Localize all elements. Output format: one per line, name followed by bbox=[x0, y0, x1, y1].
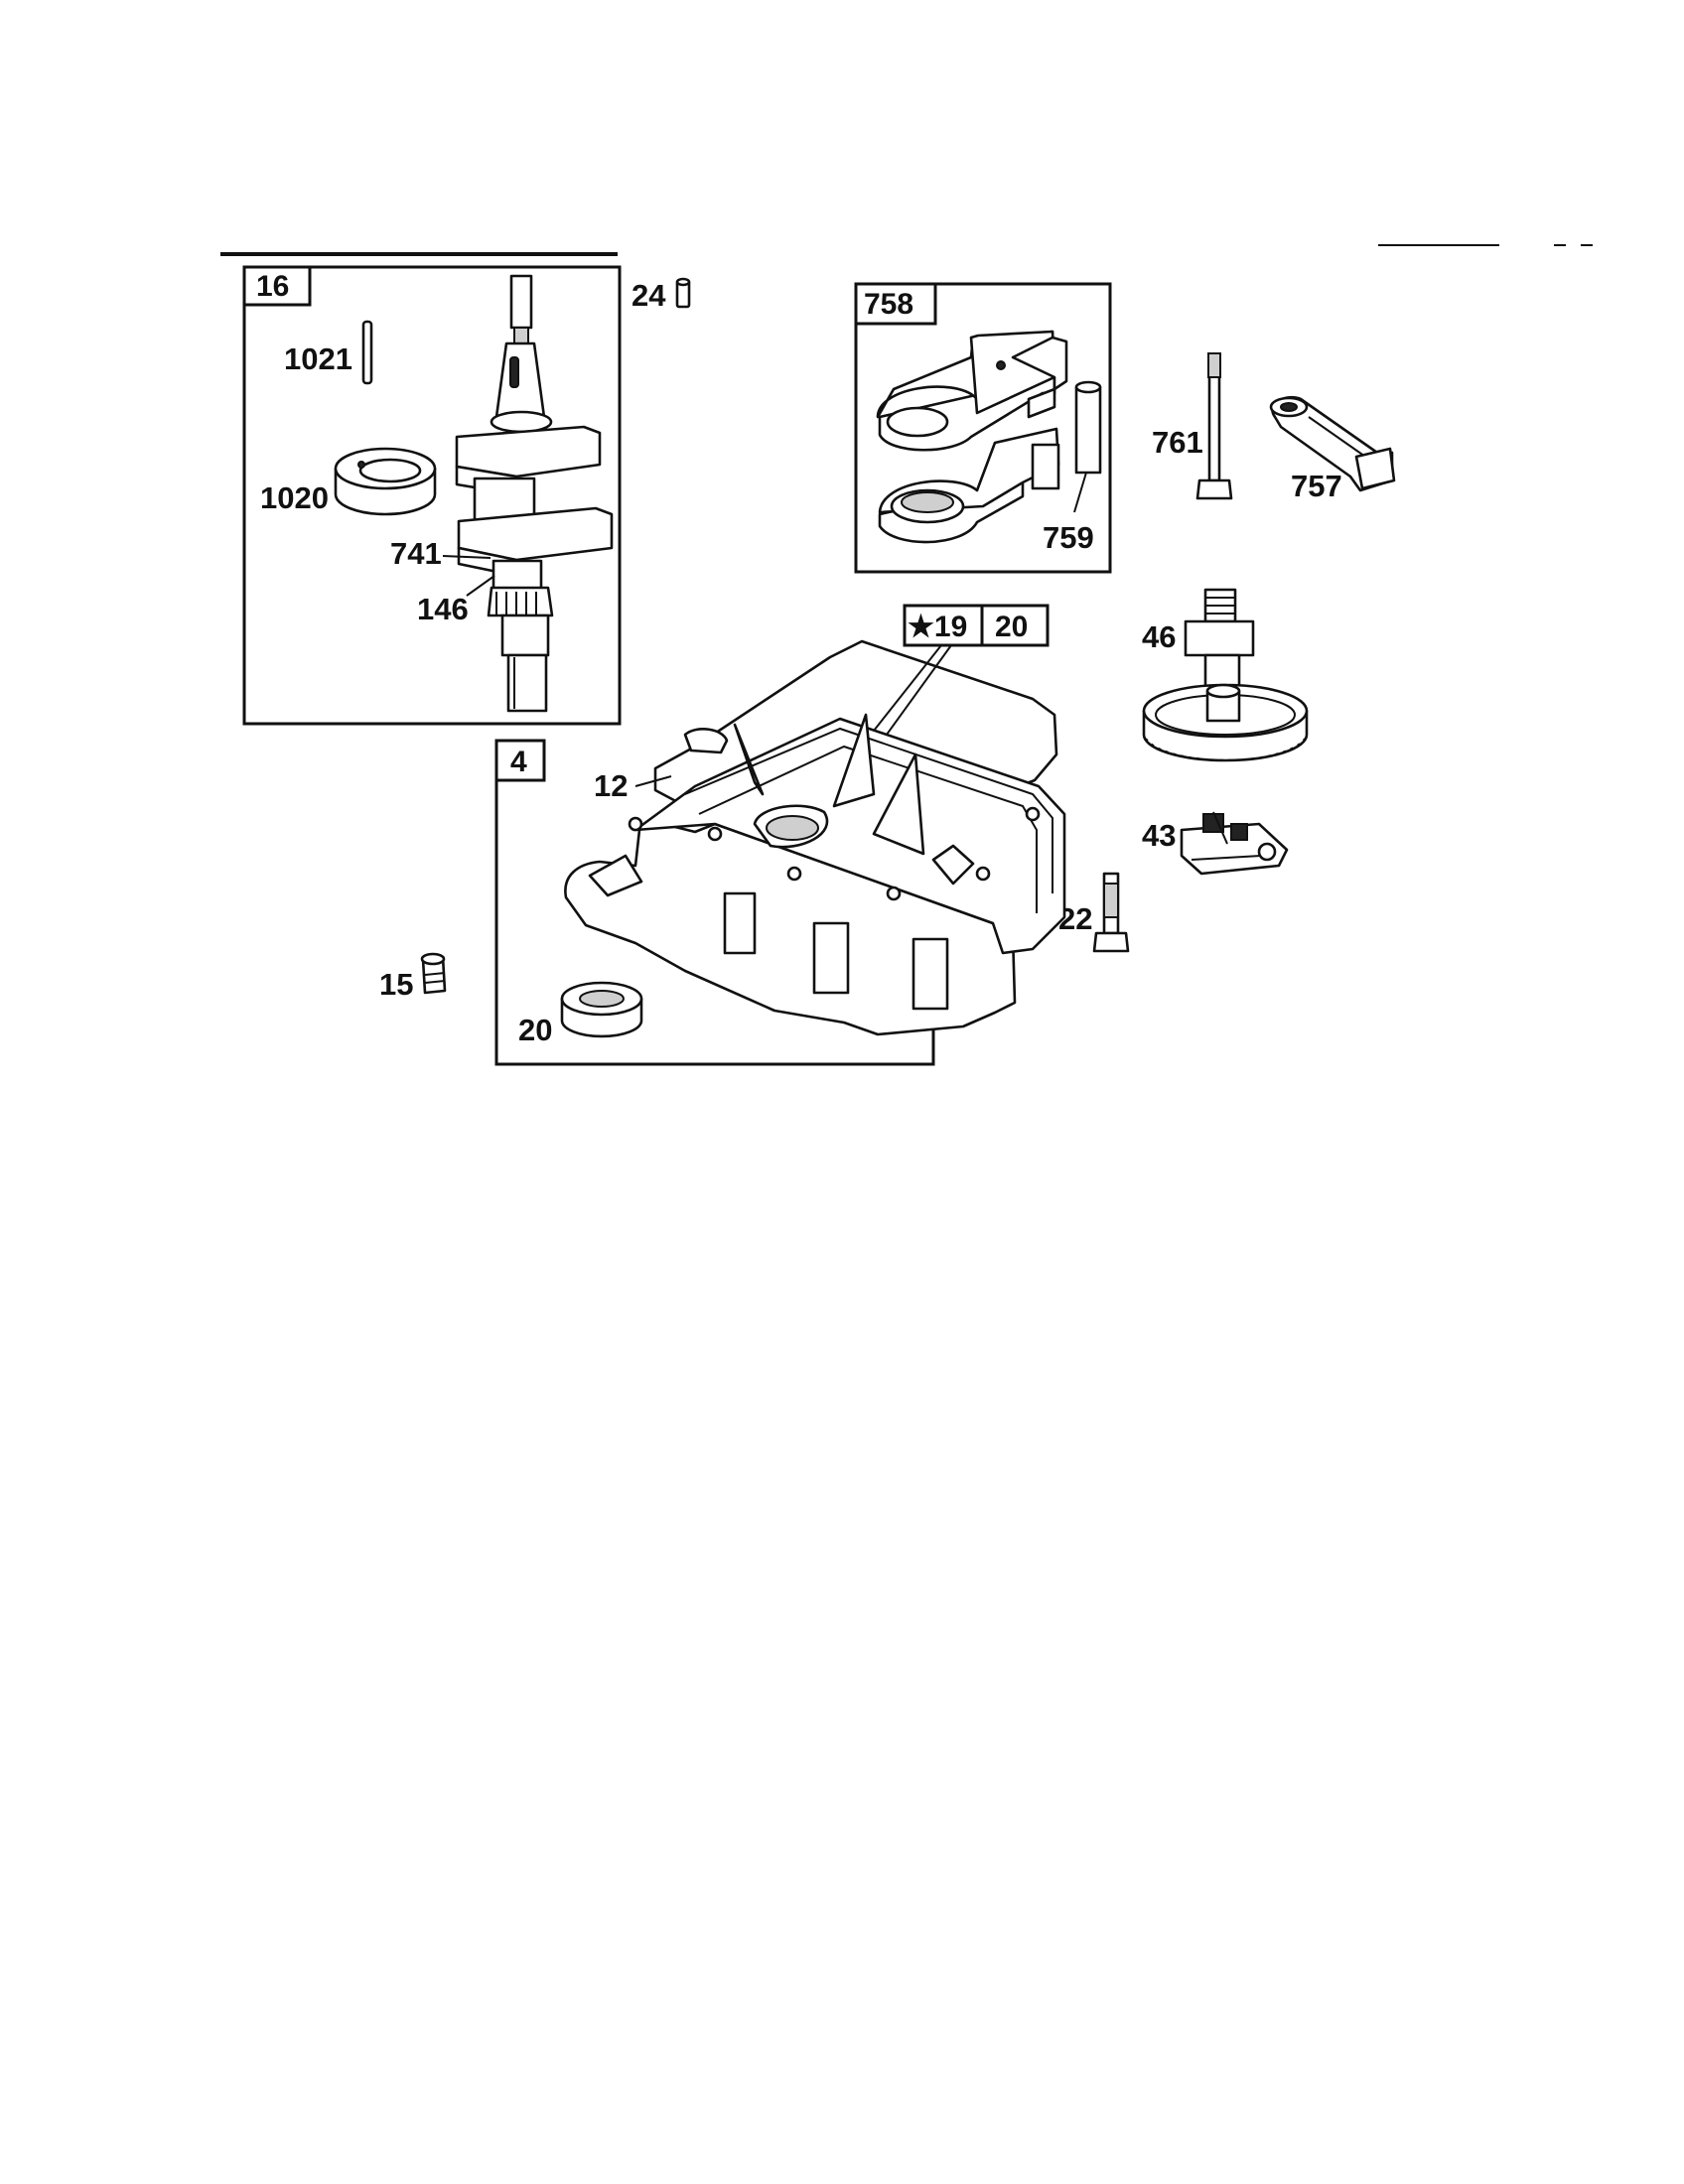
rod-kit-group: 758 759 bbox=[854, 282, 1112, 574]
leader-759 bbox=[1073, 472, 1087, 513]
camshaft-part bbox=[1142, 588, 1309, 762]
label-1021: 1021 bbox=[284, 341, 352, 376]
sump-part bbox=[564, 713, 1066, 1036]
label-146: 146 bbox=[417, 592, 469, 626]
dowel-pin-part bbox=[675, 277, 691, 309]
leader-741 bbox=[442, 555, 491, 559]
rod-cap-upper-part bbox=[876, 330, 1068, 452]
label-15: 15 bbox=[379, 967, 413, 1002]
crankshaft-frame bbox=[242, 265, 622, 726]
label-759: 759 bbox=[1043, 520, 1094, 555]
leader-12 bbox=[634, 775, 672, 787]
label-741: 741 bbox=[390, 536, 442, 571]
leader-146 bbox=[466, 575, 495, 597]
governor-part bbox=[1180, 811, 1289, 876]
washer-part bbox=[334, 447, 437, 516]
label-24: 24 bbox=[632, 278, 666, 313]
rod-kit-tag-number: 758 bbox=[864, 288, 913, 321]
label-46: 46 bbox=[1142, 619, 1176, 654]
label-12: 12 bbox=[594, 768, 628, 803]
gasket-kit-number: 20 bbox=[995, 611, 1028, 643]
crankshaft-part bbox=[455, 274, 614, 713]
wrist-pin-part bbox=[1074, 380, 1102, 475]
crankshaft-key-part bbox=[361, 320, 373, 385]
sump-group: 4 12 bbox=[494, 639, 1066, 1066]
connecting-rod-part bbox=[1269, 396, 1396, 492]
sump-tag-number: 4 bbox=[510, 746, 527, 778]
drain-plug-part bbox=[420, 952, 447, 995]
sump-tag bbox=[494, 739, 546, 782]
label-757: 757 bbox=[1291, 469, 1342, 503]
gasket-kit-tag bbox=[980, 604, 1050, 647]
label-43: 43 bbox=[1142, 818, 1176, 853]
crankshaft-tag-number: 16 bbox=[256, 270, 289, 303]
sump-screw-part bbox=[1092, 872, 1130, 953]
rod-cap-lower-part bbox=[878, 427, 1060, 544]
gasket-kit-star-number: ★19 bbox=[908, 611, 967, 643]
label-20: 20 bbox=[518, 1013, 552, 1047]
label-761: 761 bbox=[1152, 425, 1203, 460]
crankshaft-tag bbox=[242, 265, 312, 307]
crankshaft-group: 16 1021 1020 bbox=[242, 265, 622, 726]
label-1020: 1020 bbox=[260, 480, 329, 515]
sump-frame bbox=[494, 741, 935, 1066]
rod-kit-frame bbox=[854, 282, 1112, 574]
rod-kit-tag bbox=[854, 282, 937, 326]
rod-bolt-part bbox=[1195, 352, 1233, 500]
oil-seal-part bbox=[560, 981, 643, 1038]
